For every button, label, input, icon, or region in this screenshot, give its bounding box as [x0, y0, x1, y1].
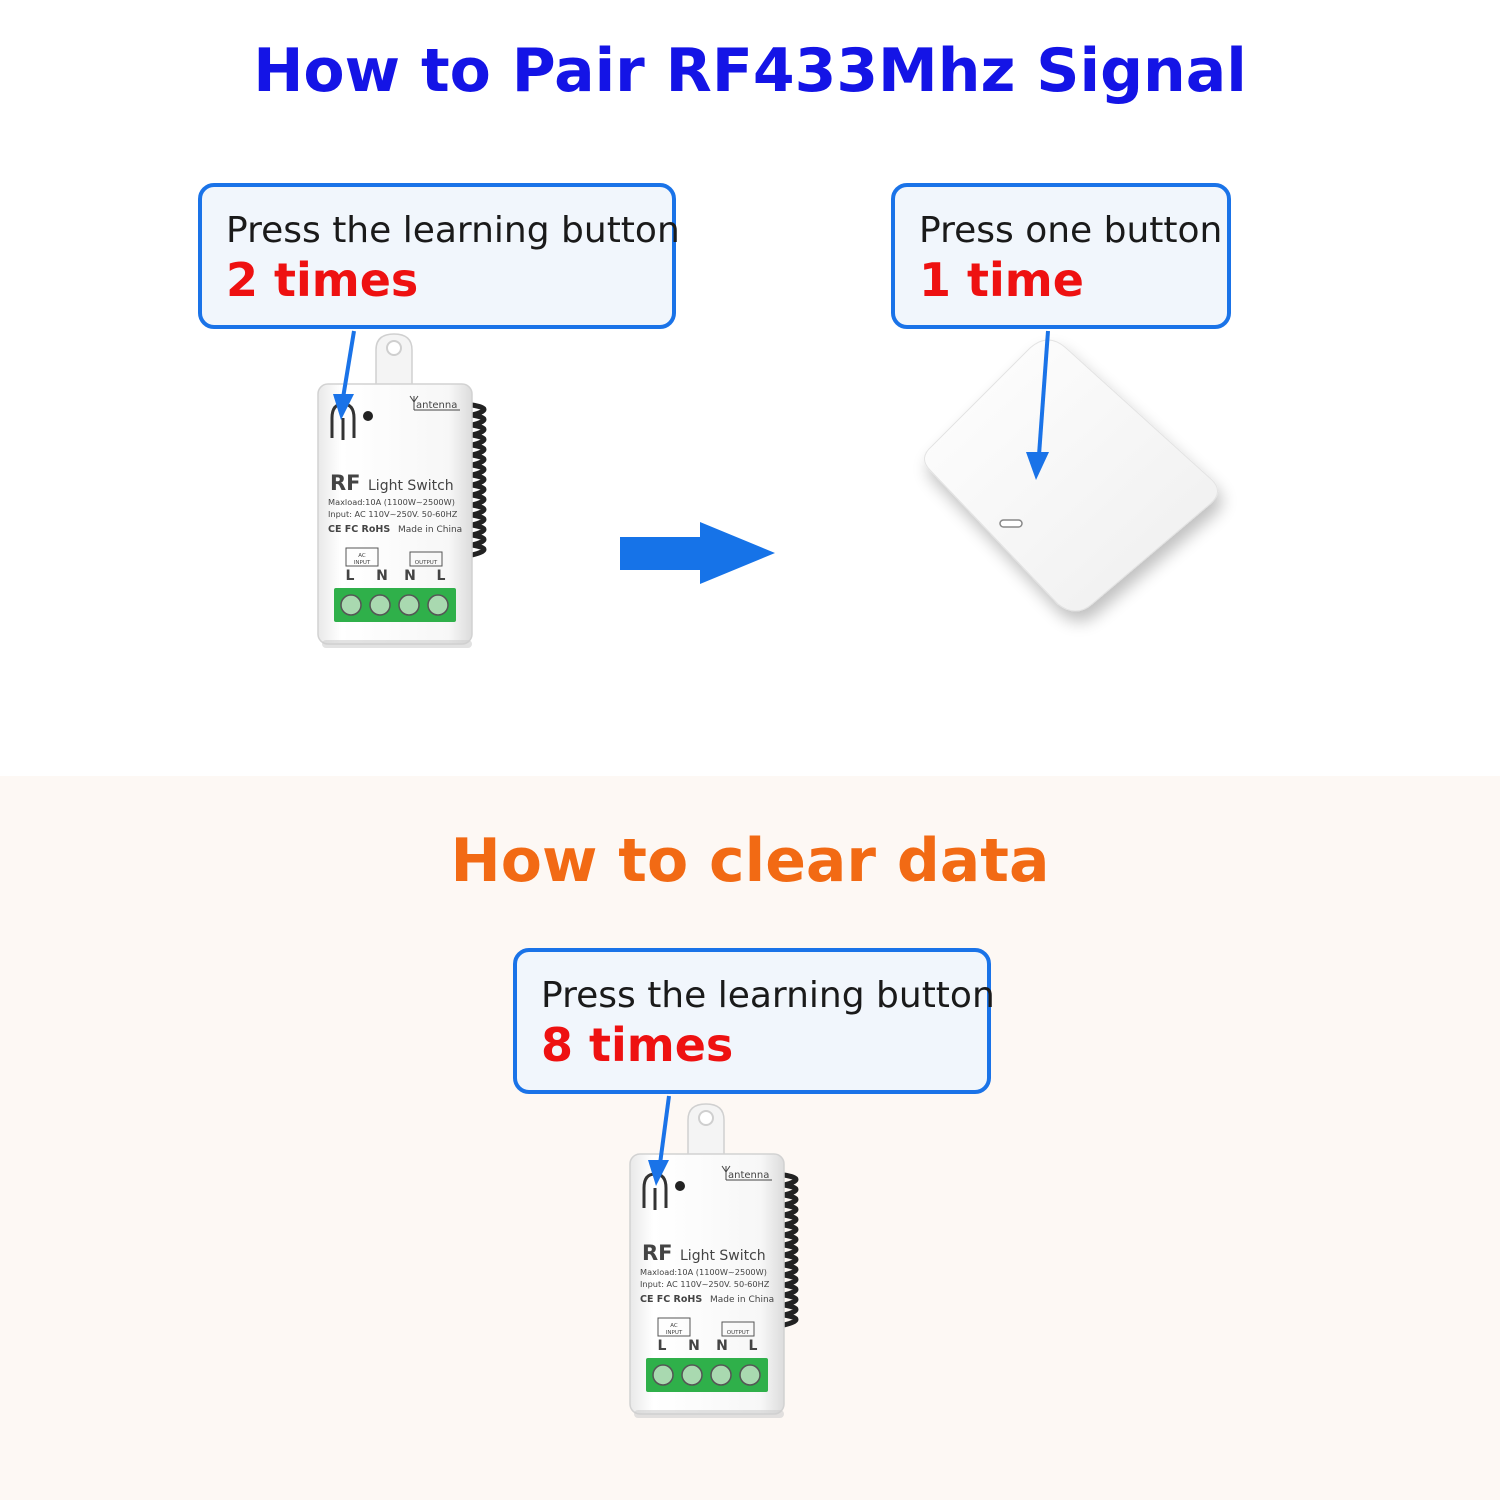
pair-step1-callout: Press the learning button 2 times — [198, 183, 680, 329]
rf-switch-device: antenna RF Light Switch Maxload:10A (110… — [317, 333, 487, 648]
flow-arrow-icon — [620, 522, 775, 584]
svg-text:AC: AC — [670, 1323, 678, 1329]
led-indicator — [363, 411, 373, 421]
device-input-spec: Input: AC 110V~250V. 50-60HZ — [328, 509, 458, 519]
antenna-coil — [471, 402, 487, 558]
device-input-tag: INPUT — [666, 1330, 683, 1336]
antenna-label: antenna — [409, 395, 460, 411]
svg-text:N: N — [716, 1338, 728, 1354]
clear-step1-callout: Press the learning button 8 times — [513, 948, 995, 1094]
pair-step2-instruction: Press one button — [919, 210, 1223, 251]
svg-text:N: N — [688, 1338, 700, 1354]
device-output-tag: OUTPUT — [727, 1330, 750, 1336]
device-certs: CE FC RoHS — [328, 524, 390, 535]
svg-text:antenna: antenna — [728, 1170, 769, 1181]
rf-remote-control — [924, 339, 1218, 612]
led-indicator — [675, 1181, 685, 1191]
svg-text:antenna: antenna — [416, 400, 457, 411]
svg-text:N: N — [376, 568, 388, 584]
antenna-label: antenna — [721, 1165, 772, 1181]
device-certs: CE FC RoHS — [640, 1294, 702, 1305]
device-name: Light Switch — [368, 478, 454, 494]
device-made-in: Made in China — [710, 1295, 774, 1305]
pair-step2-callout: Press one button 1 time — [891, 183, 1231, 329]
pair-section-title: How to Pair RF433Mhz Signal — [253, 36, 1247, 106]
device-maxload: Maxload:10A (1100W~2500W) — [328, 497, 455, 507]
clear-step1-instruction: Press the learning button — [541, 975, 995, 1016]
svg-text:AC: AC — [358, 553, 366, 559]
device-made-in: Made in China — [398, 525, 462, 535]
terminal-block — [334, 588, 456, 622]
pair-step1-count: 2 times — [226, 253, 419, 307]
pair-step1-instruction: Press the learning button — [226, 210, 680, 251]
device-name: Light Switch — [680, 1248, 766, 1264]
rf-switch-device-clear: antenna RF Light Switch Maxload:10A (110… — [629, 1103, 799, 1418]
remote-indicator-icon — [999, 519, 1023, 528]
clear-section-title: How to clear data — [450, 826, 1050, 896]
device-input-tag: INPUT — [354, 560, 371, 566]
svg-text:L: L — [749, 1338, 758, 1354]
pair-step2-count: 1 time — [919, 253, 1084, 307]
device-output-tag: OUTPUT — [415, 560, 438, 566]
clear-step1-count: 8 times — [541, 1018, 734, 1072]
device-maxload: Maxload:10A (1100W~2500W) — [640, 1267, 767, 1277]
svg-text:L: L — [437, 568, 446, 584]
device-input-spec: Input: AC 110V~250V. 50-60HZ — [640, 1279, 770, 1289]
svg-text:L: L — [658, 1338, 667, 1354]
device-brand: RF — [330, 471, 361, 495]
terminal-block — [646, 1358, 768, 1392]
svg-text:N: N — [404, 568, 416, 584]
antenna-coil — [783, 1172, 799, 1328]
svg-text:L: L — [346, 568, 355, 584]
device-brand: RF — [642, 1241, 673, 1265]
